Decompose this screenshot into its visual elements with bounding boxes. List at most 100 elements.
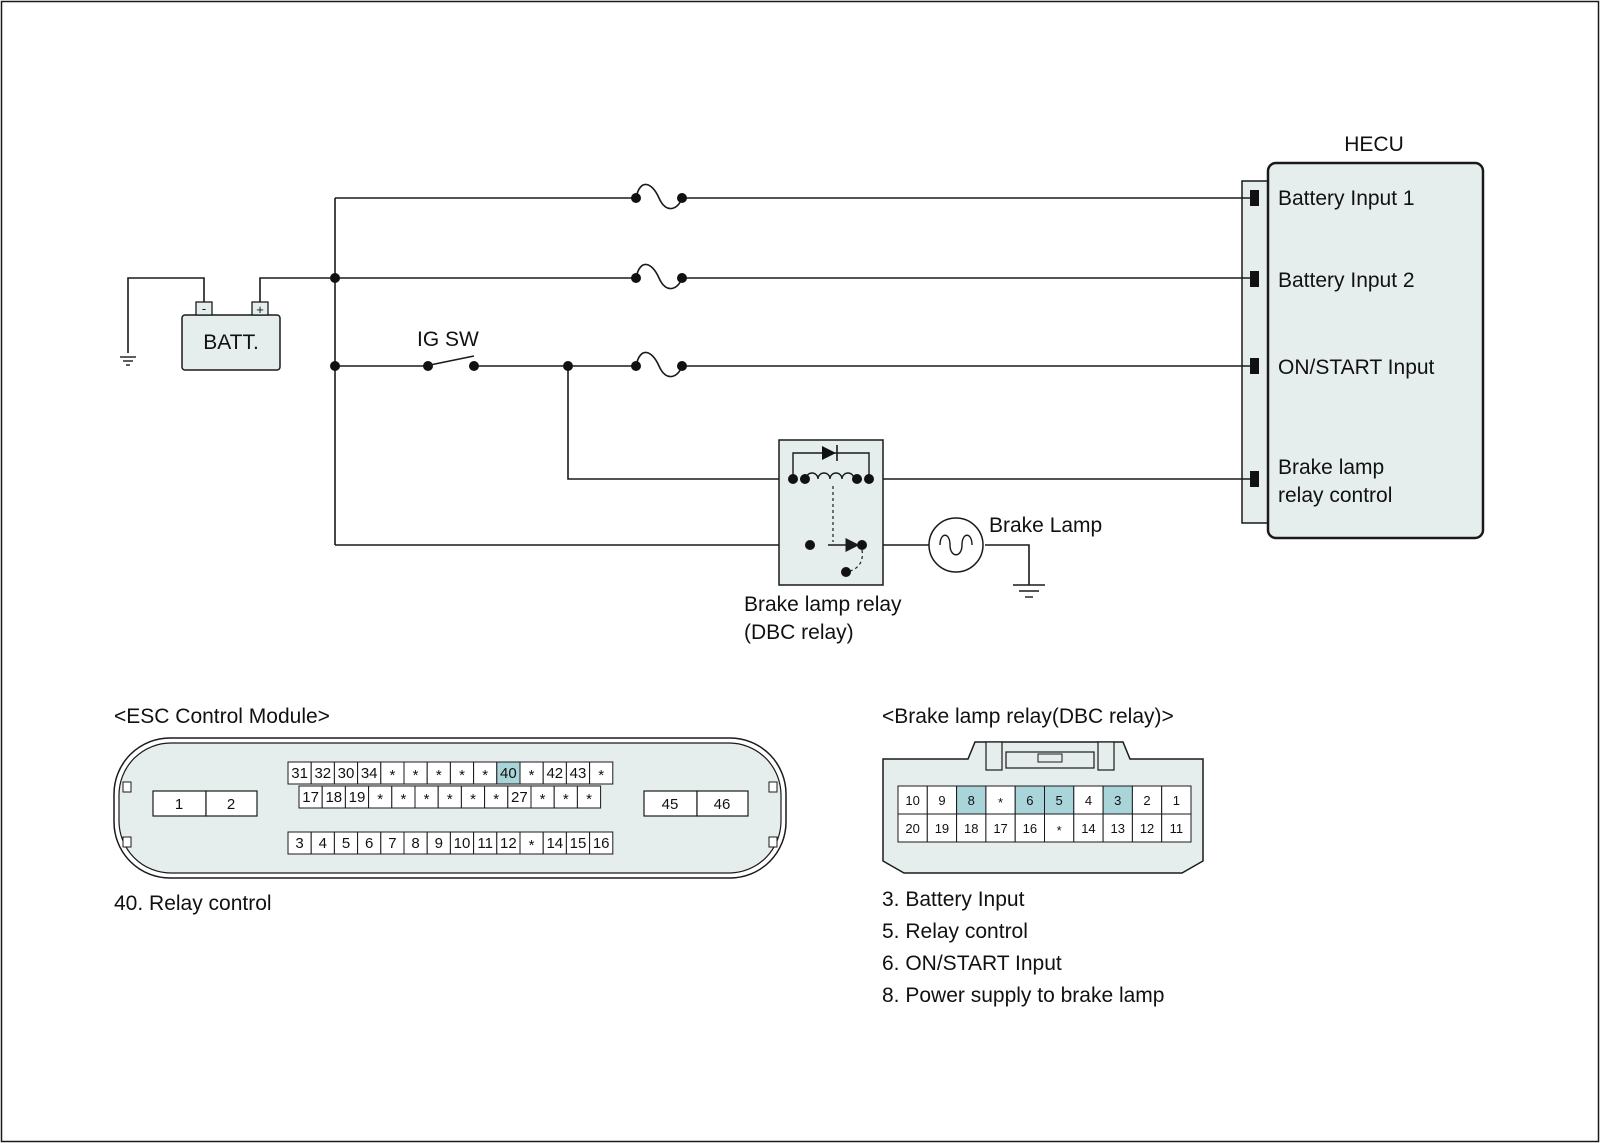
esc-pin-label: *: [389, 767, 395, 784]
battery-body: [181, 314, 281, 371]
esc-pin-label: *: [424, 791, 430, 808]
esc-pin-label: *: [413, 767, 419, 784]
dbc-pin-label: *: [1057, 823, 1062, 838]
esc-pin-label: 40: [500, 765, 517, 782]
esc-title: <ESC Control Module>: [114, 705, 330, 728]
dbc-pin-label: 3: [1114, 793, 1121, 808]
relay-label-line2: (DBC relay): [744, 621, 854, 644]
dbc-pin-cell: [1161, 785, 1192, 815]
dbc-title: <Brake lamp relay(DBC relay)>: [882, 705, 1174, 728]
hecu-terminal-3: [1250, 358, 1259, 374]
dbc-pin-label: 17: [993, 821, 1007, 836]
brake-lamp: Brake Lamp: [928, 514, 1102, 573]
esc-note-1: 40. Relay control: [114, 892, 272, 915]
dbc-pin-cell: [1044, 813, 1075, 843]
dbc-pin-label: 6: [1026, 793, 1033, 808]
dbc-pin-label: 2: [1143, 793, 1150, 808]
esc-pin-label: 17: [302, 789, 319, 806]
dbc-pin-label: 19: [935, 821, 949, 836]
esc-pin-label: 11: [477, 835, 493, 852]
relay-housing: [778, 439, 884, 586]
dbc-pin-label: 10: [905, 793, 919, 808]
esc-pin-label: 42: [546, 765, 563, 782]
dbc-pin-label: 13: [1111, 821, 1125, 836]
lamp-ground-icon: [1013, 584, 1045, 598]
esc-pin-label: *: [436, 767, 442, 784]
esc-pin-label: 4: [319, 835, 327, 852]
ig-switch: IG SW: [417, 328, 479, 366]
dbc-pin-cell: [897, 813, 928, 843]
fuse-1: [635, 183, 683, 210]
battery-label: BATT.: [203, 331, 259, 354]
dbc-pin-label: 16: [1023, 821, 1037, 836]
esc-pin-46-label: 46: [714, 796, 731, 813]
esc-pin-2: [205, 790, 258, 817]
dbc-pin-label: 8: [968, 793, 975, 808]
wire-battery-input-2: [259, 277, 1250, 305]
hecu-brake-lamp-relay-label-line1: Brake lamp: [1278, 456, 1384, 479]
esc-pin-label: 27: [511, 789, 528, 806]
brake-lamp-filament: [939, 534, 973, 556]
esc-pin-label: 32: [314, 765, 331, 782]
battery-minus-sign: -: [202, 301, 206, 316]
dbc-note-3: 6. ON/START Input: [882, 952, 1062, 975]
wire-battery-ground: [127, 277, 205, 353]
fuse-2: [635, 263, 683, 290]
esc-pin-label: *: [540, 791, 546, 808]
esc-pin-label: 10: [454, 835, 471, 852]
ig-switch-label: IG SW: [417, 328, 479, 351]
relay-coil-icon: [800, 472, 862, 480]
dbc-pin-label: 11: [1170, 821, 1184, 836]
esc-pin-label: 30: [338, 765, 355, 782]
hecu-on-start-input-label: ON/START Input: [1278, 356, 1435, 379]
dbc-pin-label: *: [998, 795, 1003, 810]
esc-pin-label: *: [563, 791, 569, 808]
wire-lamp-ground: [985, 544, 1030, 585]
esc-pin-label: *: [586, 791, 592, 808]
esc-pin-label: 18: [325, 789, 342, 806]
hecu-terminal-2: [1250, 271, 1259, 287]
esc-pin-cell: [589, 831, 614, 855]
dbc-pin-cell: [1102, 785, 1133, 815]
dbc-pin-cell: [1102, 813, 1133, 843]
esc-pin-1-label: 1: [175, 796, 183, 813]
hecu-brake-lamp-relay-label-line2: relay control: [1278, 484, 1392, 507]
junction-dots: [330, 193, 687, 371]
esc-pin-label: *: [598, 767, 604, 784]
esc-pin-label: 19: [349, 789, 366, 806]
dbc-pin-cell: [1161, 813, 1192, 843]
hecu-battery-input-1-label: Battery Input 1: [1278, 187, 1415, 210]
esc-pin-label: 15: [570, 835, 587, 852]
esc-pin-label: *: [459, 767, 465, 784]
battery-plus-terminal: [251, 301, 269, 316]
hecu-battery-input-2-label: Battery Input 2: [1278, 269, 1415, 292]
esc-pin-label: 7: [388, 835, 396, 852]
brake-lamp-relay: Brake lamp relay (DBC relay): [744, 439, 902, 644]
hecu-terminal-1: [1250, 190, 1259, 206]
wires: [127, 197, 1250, 585]
dbc-pin-cell: [1014, 813, 1046, 843]
dbc-pin-label: 5: [1056, 793, 1063, 808]
dbc-pin-cell: [1131, 785, 1163, 815]
dbc-pin-cell: [985, 785, 1016, 815]
dbc-pin-label: 18: [964, 821, 978, 836]
esc-pin-label: *: [470, 791, 476, 808]
dbc-pin-label: 1: [1173, 793, 1180, 808]
esc-pin-label: *: [447, 791, 453, 808]
ig-switch-blade: [429, 355, 475, 366]
esc-pin-label: 9: [435, 835, 443, 852]
esc-pin-45-label: 45: [662, 796, 679, 813]
esc-pin-46: [696, 790, 749, 817]
esc-pin-45: [643, 790, 698, 817]
fuse-3: [635, 351, 683, 378]
esc-pin-label: 34: [361, 765, 378, 782]
esc-pin-label: *: [493, 791, 499, 808]
relay-label-line1: Brake lamp relay: [744, 593, 902, 616]
hecu-title: HECU: [1344, 133, 1404, 156]
dbc-pin-label: 20: [905, 821, 919, 836]
dbc-pin-label: 9: [938, 793, 945, 808]
esc-pin-label: 6: [365, 835, 373, 852]
